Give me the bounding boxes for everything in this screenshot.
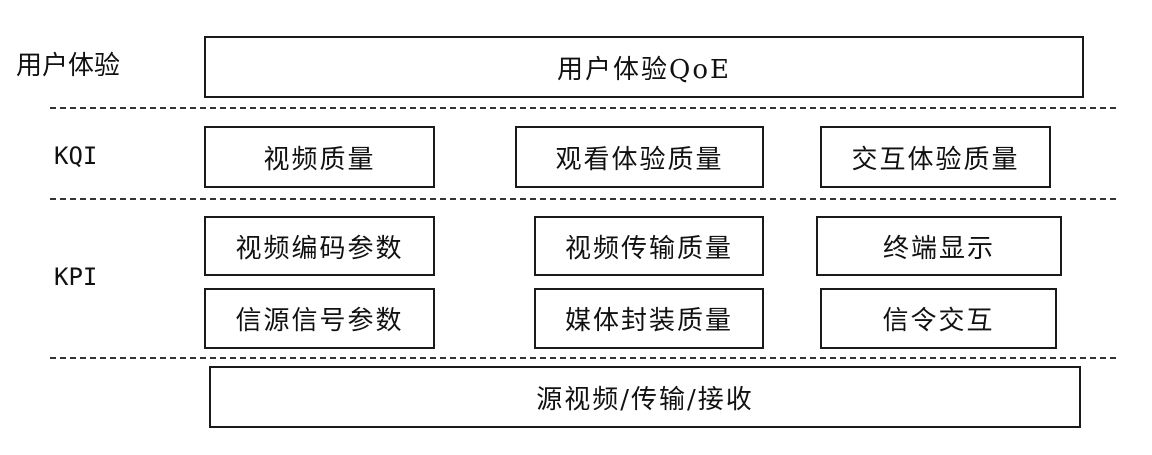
box-kqi-video-quality: 视频质量 (204, 126, 435, 188)
box-user-experience-qoe: 用户体验QoE (204, 36, 1084, 98)
box-kpi-source-signal-parameters: 信源信号参数 (204, 288, 435, 349)
divider-kpi-source (50, 357, 1116, 359)
divider-experience-kqi (50, 107, 1116, 109)
box-kqi-viewing-experience-quality: 观看体验质量 (515, 126, 764, 188)
box-kpi-video-transmission-quality: 视频传输质量 (534, 216, 764, 276)
box-kpi-signaling-interaction: 信令交互 (820, 288, 1057, 349)
layer-label-kqi: KQI (54, 142, 98, 170)
box-source-video-transmission-reception: 源视频/传输/接收 (209, 366, 1081, 428)
layer-label-user-experience: 用户体验 (16, 51, 121, 81)
layer-label-kpi: KPI (54, 263, 98, 291)
box-kpi-terminal-display: 终端显示 (816, 216, 1062, 276)
box-kqi-interaction-experience-quality: 交互体验质量 (820, 126, 1051, 188)
box-kpi-video-encoding-parameters: 视频编码参数 (204, 216, 435, 276)
divider-kqi-kpi (50, 198, 1116, 200)
box-kpi-media-encapsulation-quality: 媒体封装质量 (534, 288, 764, 349)
